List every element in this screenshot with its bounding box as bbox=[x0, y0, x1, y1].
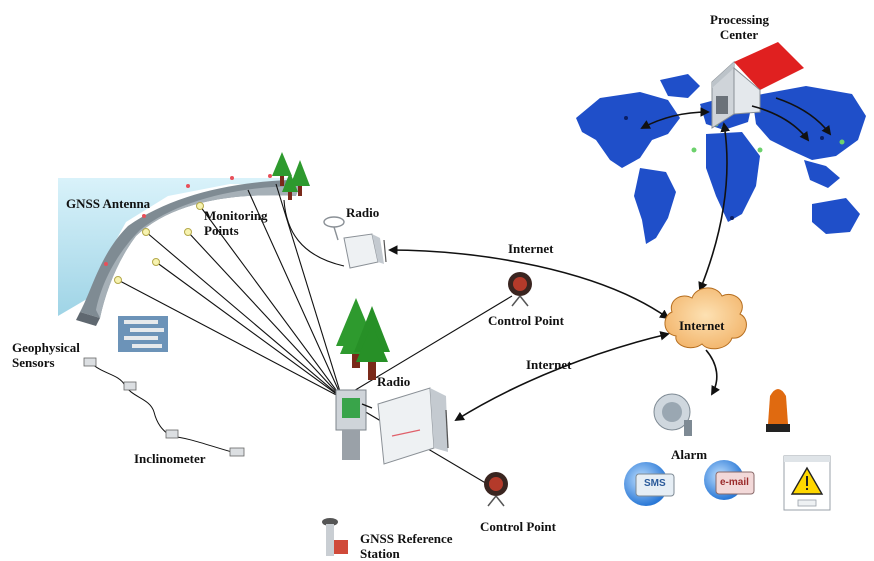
sms-text: SMS bbox=[644, 478, 666, 489]
dam bbox=[58, 174, 300, 326]
processing-center-house bbox=[711, 42, 804, 129]
internet-cloud bbox=[664, 287, 747, 350]
continent-africa bbox=[706, 132, 760, 222]
continent-asia bbox=[752, 86, 866, 160]
control-point-top-label: Control Point bbox=[488, 313, 564, 328]
continent-north-america bbox=[576, 92, 680, 168]
processing-center-label: Processing Center bbox=[710, 12, 769, 42]
internet-top-label: Internet bbox=[508, 241, 554, 256]
processing-center-line2: Center bbox=[719, 27, 759, 42]
alarm-label: Alarm bbox=[671, 447, 708, 462]
control-point-top bbox=[508, 272, 532, 307]
internet-cloud-label: Internet bbox=[679, 318, 725, 333]
gnss-reference-station bbox=[322, 518, 348, 556]
continent-australia bbox=[812, 198, 860, 234]
radio-top-label: Radio bbox=[346, 205, 380, 220]
continent-south-america bbox=[634, 168, 676, 244]
monitoring-points-label: Monitoring Points bbox=[204, 208, 268, 238]
control-point-bottom-label: Control Point bbox=[480, 519, 556, 534]
email-text: e-mail bbox=[720, 477, 749, 488]
radio-cabinet-bottom bbox=[377, 387, 449, 465]
geophysical-sensors bbox=[83, 316, 245, 457]
processing-center-line1: Processing bbox=[710, 12, 769, 27]
continent-greenland bbox=[660, 74, 700, 98]
email-icon bbox=[704, 460, 755, 500]
reservoir-water bbox=[58, 178, 290, 316]
inclinometer-label: Inclinometer bbox=[134, 451, 206, 466]
geophysical-line1: Geophysical bbox=[12, 340, 80, 355]
warning-beacon-icon bbox=[766, 389, 790, 432]
geophysical-line2: Sensors bbox=[12, 355, 55, 370]
sms-icon bbox=[624, 462, 675, 506]
monitoring-points-line1: Monitoring bbox=[204, 208, 268, 223]
gnss-ref-line1: GNSS Reference bbox=[360, 531, 453, 546]
cable-to-radio bbox=[283, 199, 345, 267]
internet-mid-label: Internet bbox=[526, 357, 572, 372]
radio-bottom-label: Radio bbox=[377, 374, 411, 389]
continent-southeast-asia bbox=[804, 160, 840, 188]
gnss-reference-station-label: GNSS Reference Station bbox=[360, 531, 453, 561]
geophysical-sensors-label: Geophysical Sensors bbox=[12, 340, 80, 370]
processing-center-arrows bbox=[640, 97, 832, 292]
monitoring-prisms bbox=[114, 202, 204, 284]
monitoring-points-line2: Points bbox=[204, 223, 239, 238]
monitoring-lines bbox=[117, 183, 513, 489]
gnss-antenna-label: GNSS Antenna bbox=[66, 196, 151, 211]
radio-box-top bbox=[323, 216, 387, 269]
total-station bbox=[335, 389, 373, 460]
trees-top bbox=[272, 152, 310, 200]
gnss-ref-line2: Station bbox=[360, 546, 400, 561]
warning-dialog-icon bbox=[783, 455, 831, 511]
control-point-bottom bbox=[484, 472, 508, 507]
trees-middle bbox=[336, 298, 390, 380]
internet-arrows bbox=[388, 245, 720, 422]
alarm-siren-icon bbox=[653, 393, 692, 436]
